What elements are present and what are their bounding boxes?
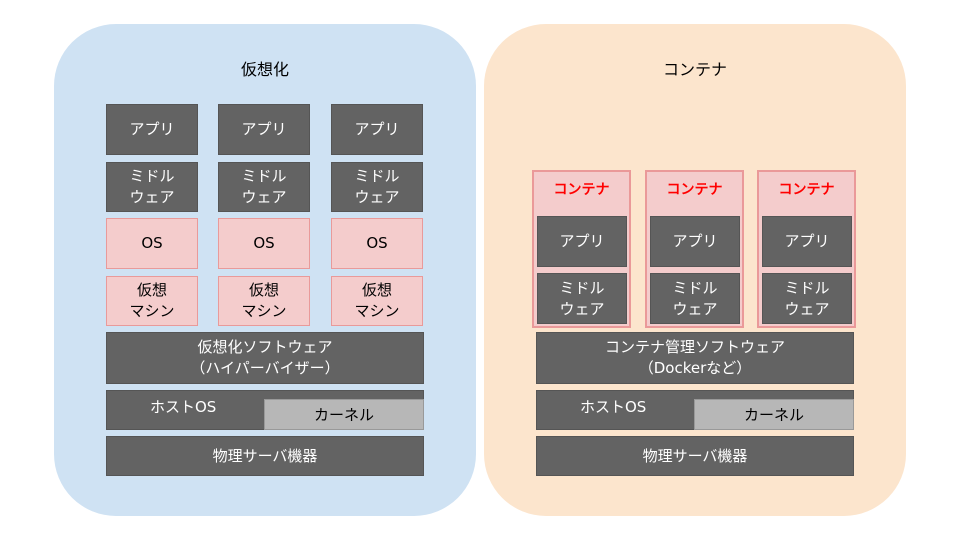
guest-os-block: OS	[331, 218, 423, 269]
kernel-layer: カーネル	[264, 399, 424, 430]
guest-os-block: OS	[218, 218, 310, 269]
app-block: アプリ	[106, 104, 198, 155]
host-os-label: ホストOS	[580, 397, 647, 416]
app-block: アプリ	[218, 104, 310, 155]
app-block: アプリ	[650, 216, 740, 267]
middleware-block: ミドル ウェア	[762, 273, 852, 324]
app-block: アプリ	[537, 216, 627, 267]
host-os-label: ホストOS	[150, 397, 217, 416]
guest-os-block: OS	[106, 218, 198, 269]
middleware-block: ミドル ウェア	[650, 273, 740, 324]
middleware-block: ミドル ウェア	[331, 162, 423, 212]
middleware-block: ミドル ウェア	[537, 273, 627, 324]
app-block: アプリ	[762, 216, 852, 267]
virtual-machine-block: 仮想 マシン	[218, 276, 310, 326]
container-engine-layer: コンテナ管理ソフトウェア （Dockerなど）	[536, 332, 854, 384]
middleware-block: ミドル ウェア	[218, 162, 310, 212]
hypervisor-layer: 仮想化ソフトウェア （ハイパーバイザー）	[106, 332, 424, 384]
virtual-machine-block: 仮想 マシン	[106, 276, 198, 326]
app-block: アプリ	[331, 104, 423, 155]
middleware-block: ミドル ウェア	[106, 162, 198, 212]
container-label: コンテナ	[666, 182, 723, 198]
virtual-machine-block: 仮想 マシン	[331, 276, 423, 326]
virtualization-title: 仮想化	[240, 60, 289, 79]
container-title: コンテナ	[662, 60, 727, 79]
kernel-layer: カーネル	[694, 399, 854, 430]
container-label: コンテナ	[778, 182, 835, 198]
hardware-layer: 物理サーバ機器	[536, 436, 854, 476]
hardware-layer: 物理サーバ機器	[106, 436, 424, 476]
container-label: コンテナ	[553, 182, 610, 198]
